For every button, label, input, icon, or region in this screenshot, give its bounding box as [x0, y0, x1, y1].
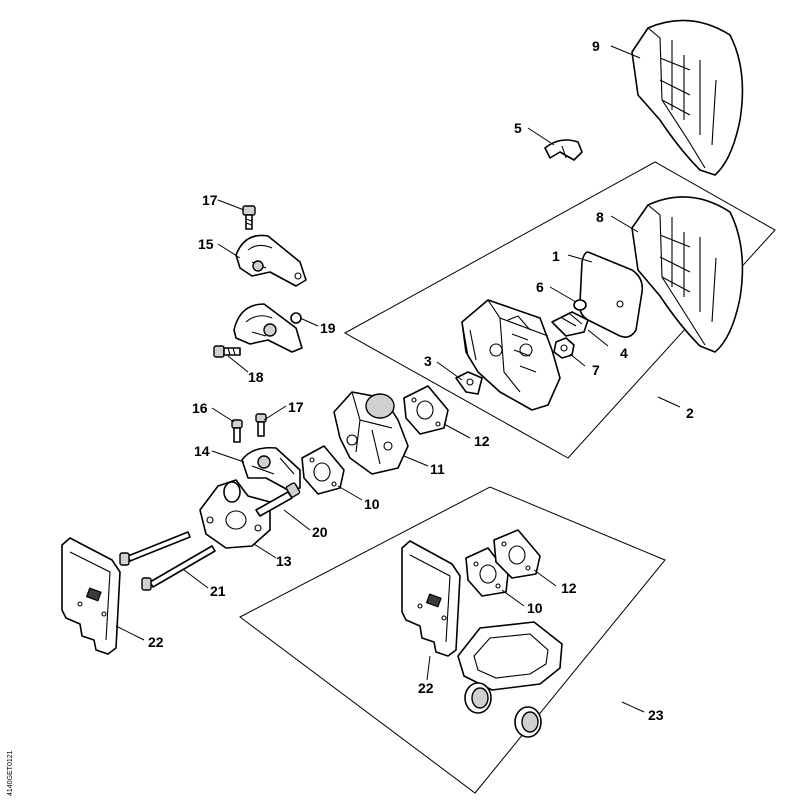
callout-labels: 1 2 3 4 5 6 7 8 9 10 10 11 12 12 13 14 1…	[148, 38, 694, 723]
kit-box-23	[239, 486, 666, 794]
grommet-part-19	[290, 312, 302, 324]
callout-7: 7	[592, 362, 600, 378]
heat-shield-part-22-kit	[401, 540, 461, 657]
callout-4: 4	[620, 345, 628, 361]
callout-17-top: 17	[202, 192, 218, 208]
callout-17-middle: 17	[288, 399, 304, 415]
sleeve-part-6	[573, 299, 587, 311]
screw-part-16	[231, 419, 243, 443]
heat-shield-part-22-left	[61, 537, 121, 655]
callout-22-left: 22	[148, 634, 164, 650]
gasket-part-10-kit	[465, 547, 509, 597]
callout-20: 20	[312, 524, 328, 540]
cover-lower-half	[233, 303, 303, 353]
gasket-part-12-middle	[403, 385, 449, 435]
carburetor-part-11	[333, 391, 409, 475]
long-bolt-part-21-a	[119, 531, 191, 566]
callout-8: 8	[596, 209, 604, 225]
callout-15: 15	[198, 236, 214, 252]
oil-seal-kit-a	[464, 682, 492, 714]
callout-23: 23	[648, 707, 664, 723]
base-plate-part-2	[461, 299, 561, 411]
air-filter-cover-part-8	[631, 196, 744, 353]
clip-part-5	[544, 139, 583, 161]
gasket-part-12-kit	[493, 529, 541, 579]
throttle-housing-part-14	[241, 446, 301, 491]
leader-lines	[115, 45, 681, 713]
callout-9: 9	[592, 38, 600, 54]
callout-10-middle: 10	[364, 496, 380, 512]
callout-21: 21	[210, 583, 226, 599]
image-code-label: 4140GET0121	[7, 750, 14, 796]
kit-box-2	[343, 161, 776, 459]
callout-22-kit: 22	[418, 680, 434, 696]
callout-2: 2	[686, 405, 694, 421]
nut-part-7	[553, 337, 575, 359]
gasket-part-10-middle	[301, 445, 345, 495]
long-bolt-part-21-b	[141, 545, 216, 591]
screw-part-17-top	[242, 205, 256, 230]
screw-part-17-middle	[255, 413, 267, 437]
callout-16: 16	[192, 400, 208, 416]
callout-6: 6	[536, 279, 544, 295]
filter-element-part-1	[578, 251, 644, 338]
bolt-part-20	[255, 482, 301, 517]
intake-manifold-part-13	[199, 479, 271, 549]
cylinder-gasket-kit	[457, 621, 563, 691]
oil-seal-kit-b	[514, 706, 542, 738]
callout-11: 11	[430, 461, 445, 477]
stud-part-4	[551, 311, 589, 337]
callout-5: 5	[514, 120, 522, 136]
retainer-part-3	[455, 371, 483, 395]
callout-13: 13	[276, 553, 292, 569]
callout-18: 18	[248, 369, 264, 385]
callout-3: 3	[424, 353, 432, 369]
screw-part-18	[213, 345, 241, 358]
callout-14: 14	[194, 443, 210, 459]
image-code-text: 4140GET0121	[7, 750, 14, 796]
callout-10-kit: 10	[527, 600, 543, 616]
callout-19: 19	[320, 320, 336, 336]
cover-part-15	[235, 234, 307, 287]
callout-12-middle: 12	[474, 433, 490, 449]
callout-12-kit: 12	[561, 580, 577, 596]
callout-1: 1	[552, 248, 560, 264]
air-filter-cover-part-9	[631, 19, 744, 176]
